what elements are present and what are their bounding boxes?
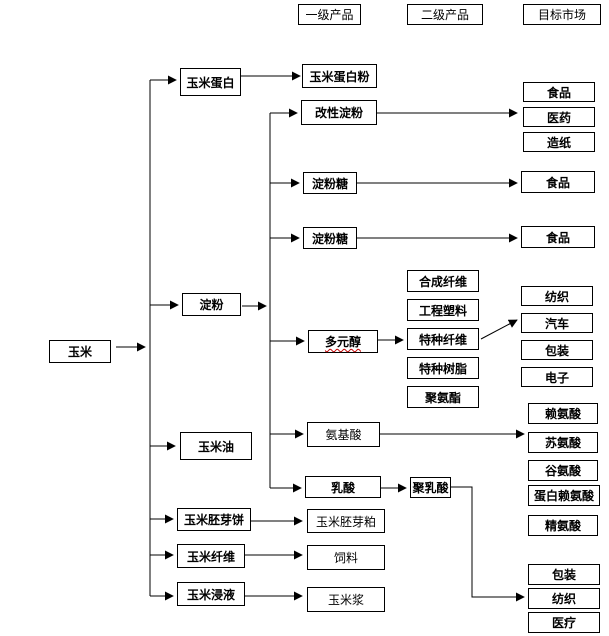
market-textile-2: 纺织 [528,588,600,609]
node-corn-fiber: 玉米纤维 [177,544,245,568]
node-polyurethane: 聚氨酯 [407,386,479,408]
market-automotive: 汽车 [521,313,593,333]
node-steep-liquor: 玉米浸液 [177,582,245,606]
root-node-corn: 玉米 [49,340,111,363]
market-lysine: 赖氨酸 [528,403,598,424]
market-food-2: 食品 [521,171,595,193]
node-starch-sugar-1: 淀粉糖 [303,172,357,194]
market-packaging-2: 包装 [528,564,600,585]
node-synthetic-fiber: 合成纤维 [407,270,479,292]
market-food-1: 食品 [523,82,595,102]
node-engineering-plastic: 工程塑料 [407,299,479,321]
node-germ-cake: 玉米胚芽饼 [177,508,251,531]
market-textile-1: 纺织 [521,286,593,306]
node-lactic-acid: 乳酸 [305,476,381,498]
node-corn-oil: 玉米油 [180,432,252,460]
node-starch: 淀粉 [182,293,241,316]
market-protein-lysine: 蛋白赖氨酸 [528,485,600,506]
node-feed: 饲料 [307,545,385,570]
market-medicine: 医药 [523,107,595,127]
node-polyol-label: 多元醇 [324,335,361,349]
market-glutamic-acid: 谷氨酸 [528,460,598,481]
market-arginine: 精氨酸 [528,515,598,536]
node-germ-meal: 玉米胚芽粕 [307,509,385,533]
node-corn-protein: 玉米蛋白 [180,68,241,96]
market-threonine: 苏氨酸 [528,432,598,453]
market-electronics: 电子 [521,367,593,387]
header-level2: 二级产品 [407,4,483,25]
node-special-resin: 特种树脂 [407,357,479,379]
node-polyol: 多元醇 [308,330,378,353]
header-level1: 一级产品 [298,4,361,25]
header-market: 目标市场 [523,4,601,25]
market-packaging-1: 包装 [521,340,593,360]
market-medical: 医疗 [528,612,600,633]
node-corn-slurry: 玉米浆 [307,587,385,612]
market-papermaking: 造纸 [523,132,595,152]
node-polylactic-acid: 聚乳酸 [410,477,451,498]
market-food-3: 食品 [521,226,595,248]
node-special-fiber: 特种纤维 [407,328,479,350]
node-modified-starch: 改性淀粉 [301,100,377,125]
node-amino-acid: 氨基酸 [307,422,380,447]
node-protein-powder: 玉米蛋白粉 [302,64,377,88]
node-starch-sugar-2: 淀粉糖 [303,227,357,249]
